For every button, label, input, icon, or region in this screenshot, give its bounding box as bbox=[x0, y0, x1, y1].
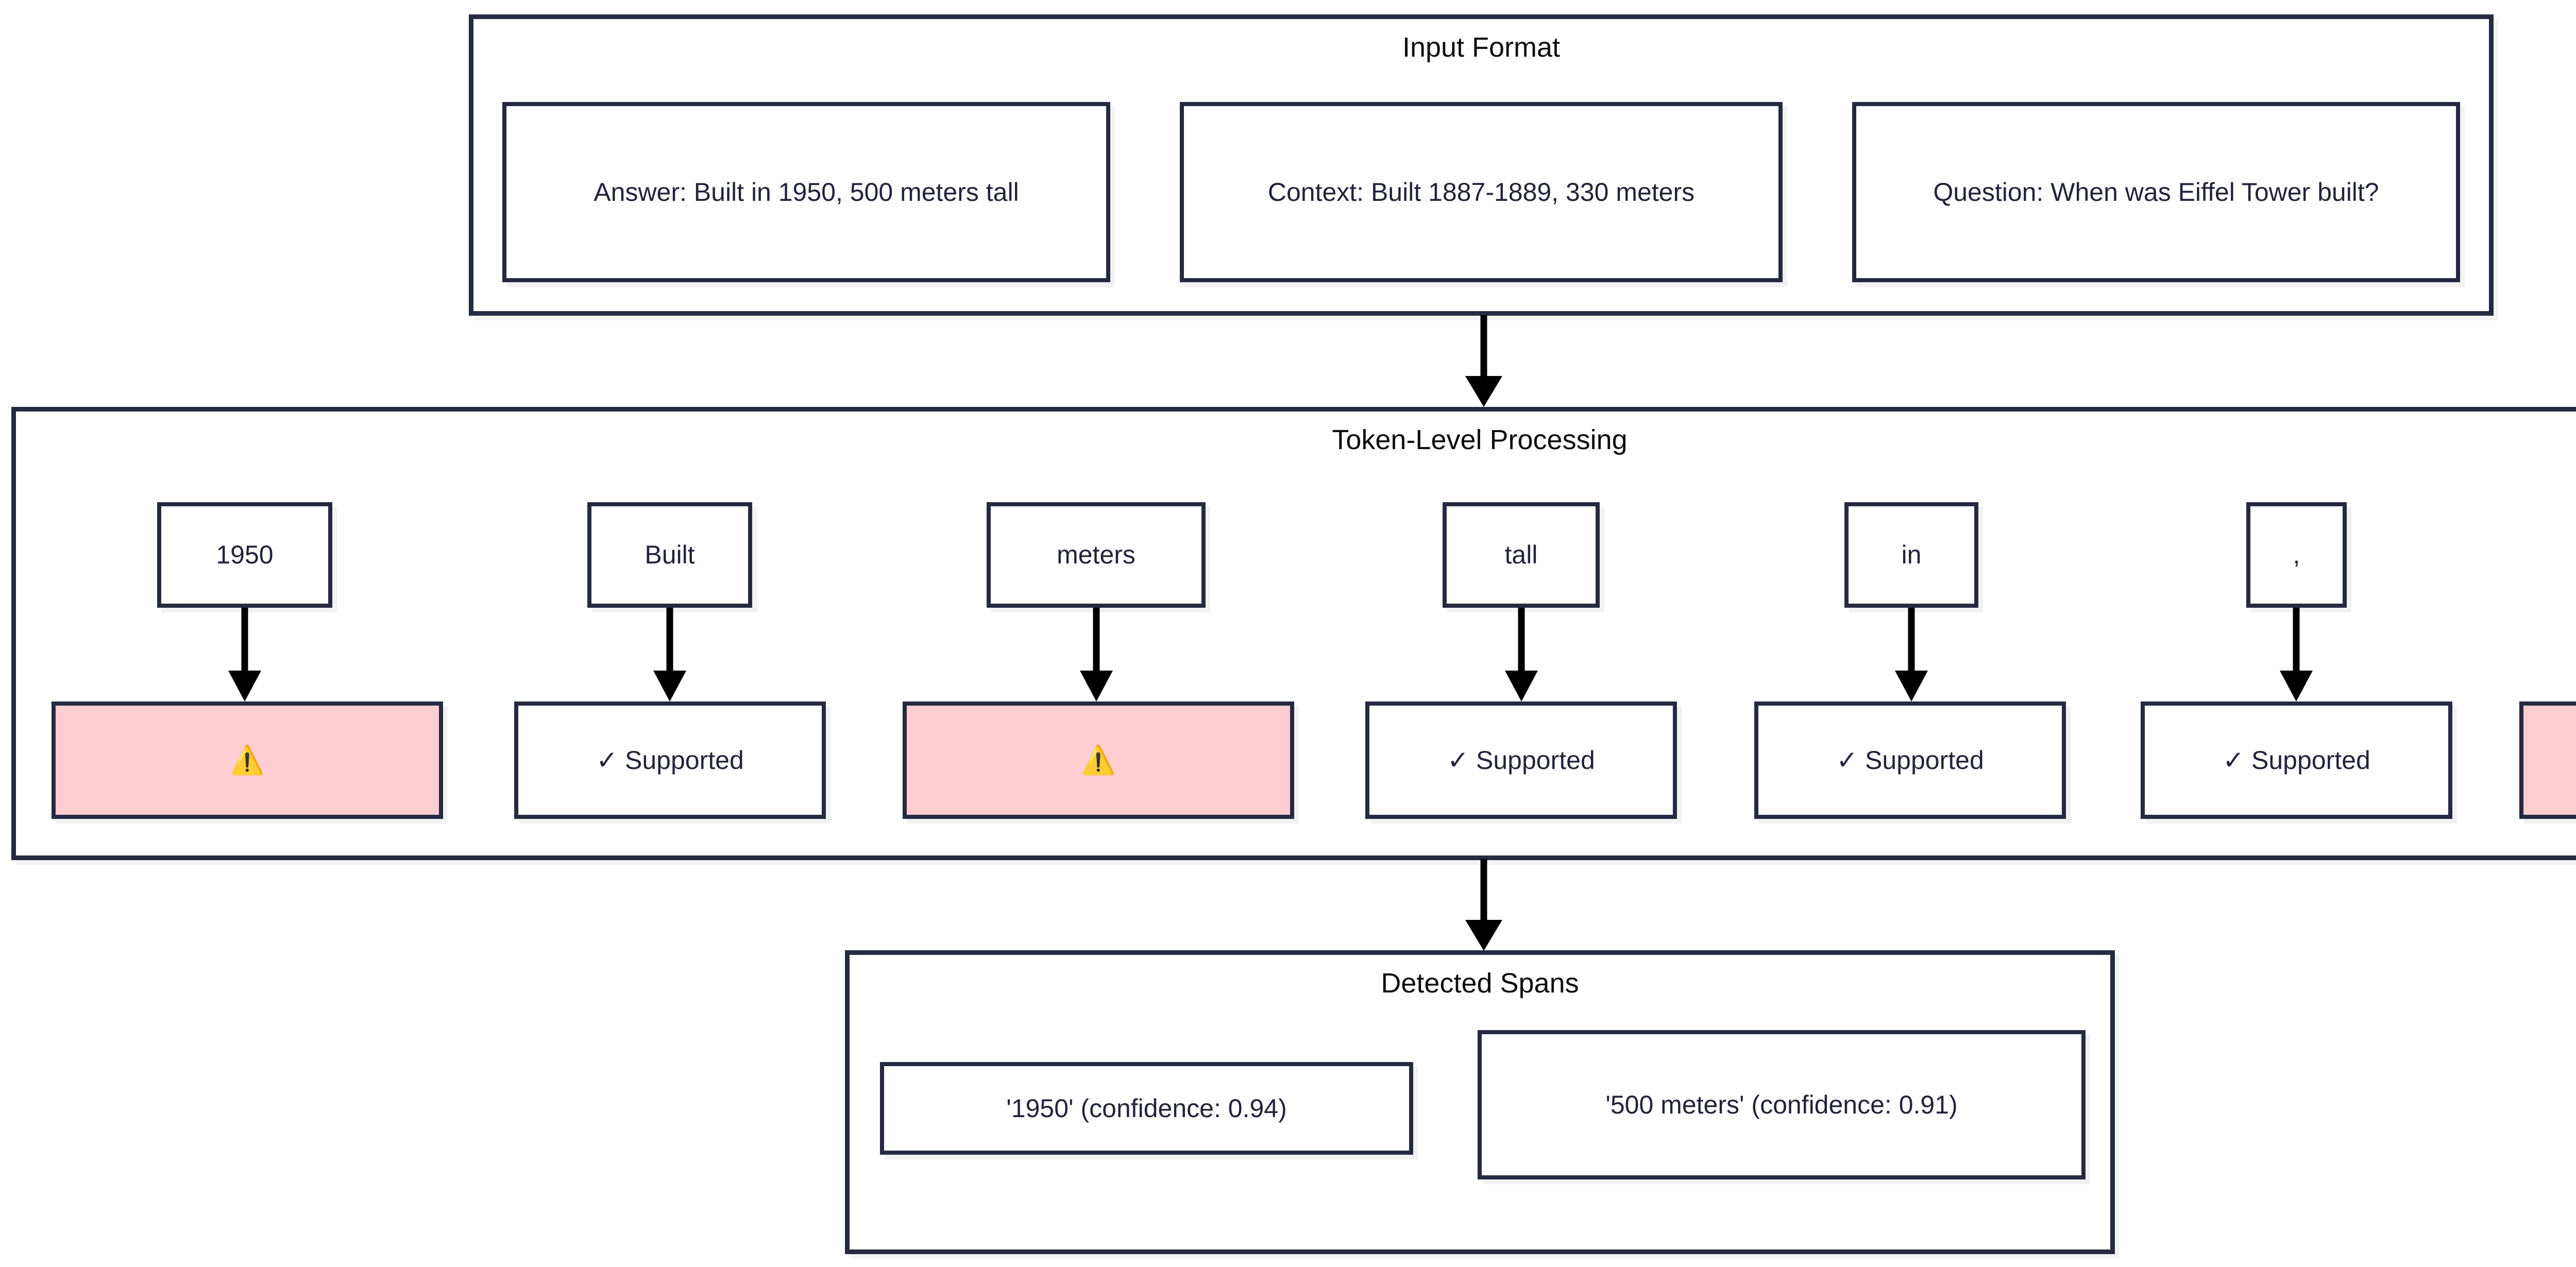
arrow-token-meters-to-status bbox=[1080, 608, 1113, 701]
token-status-in-label: ✓ Supported bbox=[1836, 745, 1984, 775]
token-box-tall-label: tall bbox=[1504, 540, 1538, 570]
token-box-1950: 1950 bbox=[157, 502, 332, 608]
token-box-meters-label: meters bbox=[1057, 540, 1136, 570]
detected-span-500-meters: '500 meters' (confidence: 0.91) bbox=[1478, 1030, 2086, 1179]
arrow-tokens-to-spans bbox=[1465, 859, 1502, 951]
token-status-built: ✓ Supported bbox=[514, 701, 826, 819]
token-box-tall: tall bbox=[1443, 502, 1600, 608]
token-box-built: Built bbox=[587, 502, 752, 608]
token-box-in-label: in bbox=[1901, 540, 1922, 570]
token-status-meters: ⚠️ bbox=[903, 701, 1294, 819]
warning-icon: ⚠️ bbox=[230, 745, 265, 776]
token-processing-title: Token-Level Processing bbox=[1332, 424, 1628, 455]
arrow-input-to-tokens bbox=[1465, 315, 1502, 407]
token-status-tall: ✓ Supported bbox=[1365, 701, 1677, 819]
arrow-token-in-to-status bbox=[1895, 608, 1928, 701]
token-box-comma: , bbox=[2246, 502, 2347, 608]
token-status-comma: ✓ Supported bbox=[2141, 701, 2452, 819]
input-box-context: Context: Built 1887-1889, 330 meters bbox=[1180, 102, 1783, 282]
input-box-answer: Answer: Built in 1950, 500 meters tall bbox=[502, 102, 1110, 282]
detected-span-1950: '1950' (confidence: 0.94) bbox=[880, 1062, 1413, 1155]
token-status-in: ✓ Supported bbox=[1754, 701, 2066, 819]
detected-spans-title: Detected Spans bbox=[1381, 968, 1579, 999]
token-status-1950: ⚠️ bbox=[52, 701, 443, 819]
detected-span-1950-label: '1950' (confidence: 0.94) bbox=[1006, 1093, 1287, 1123]
input-box-context-label: Context: Built 1887-1889, 330 meters bbox=[1267, 177, 1695, 207]
arrow-token-built-to-status bbox=[653, 608, 686, 701]
token-status-500: ⚠️ bbox=[2519, 701, 2576, 819]
token-box-in: in bbox=[1844, 502, 1978, 608]
arrow-token-1950-to-status bbox=[228, 608, 261, 701]
warning-icon: ⚠️ bbox=[1081, 745, 1116, 776]
token-status-comma-label: ✓ Supported bbox=[2223, 745, 2370, 775]
warning-icon: ⚠️ bbox=[2533, 746, 2576, 774]
input-box-question: Question: When was Eiffel Tower built? bbox=[1852, 102, 2460, 282]
input-format-title: Input Format bbox=[1402, 32, 1561, 63]
input-box-answer-label: Answer: Built in 1950, 500 meters tall bbox=[594, 177, 1019, 207]
detected-span-500-meters-label: '500 meters' (confidence: 0.91) bbox=[1605, 1090, 1958, 1119]
arrow-token-tall-to-status bbox=[1505, 608, 1538, 701]
token-box-built-label: Built bbox=[645, 540, 695, 570]
token-box-meters: meters bbox=[987, 502, 1206, 608]
token-status-built-label: ✓ Supported bbox=[596, 745, 744, 775]
input-box-question-label: Question: When was Eiffel Tower built? bbox=[1933, 177, 2379, 207]
token-box-comma-label: , bbox=[2293, 540, 2300, 570]
arrow-token-comma-to-status bbox=[2280, 608, 2313, 701]
token-status-tall-label: ✓ Supported bbox=[1447, 745, 1595, 775]
token-box-1950-label: 1950 bbox=[216, 540, 274, 570]
